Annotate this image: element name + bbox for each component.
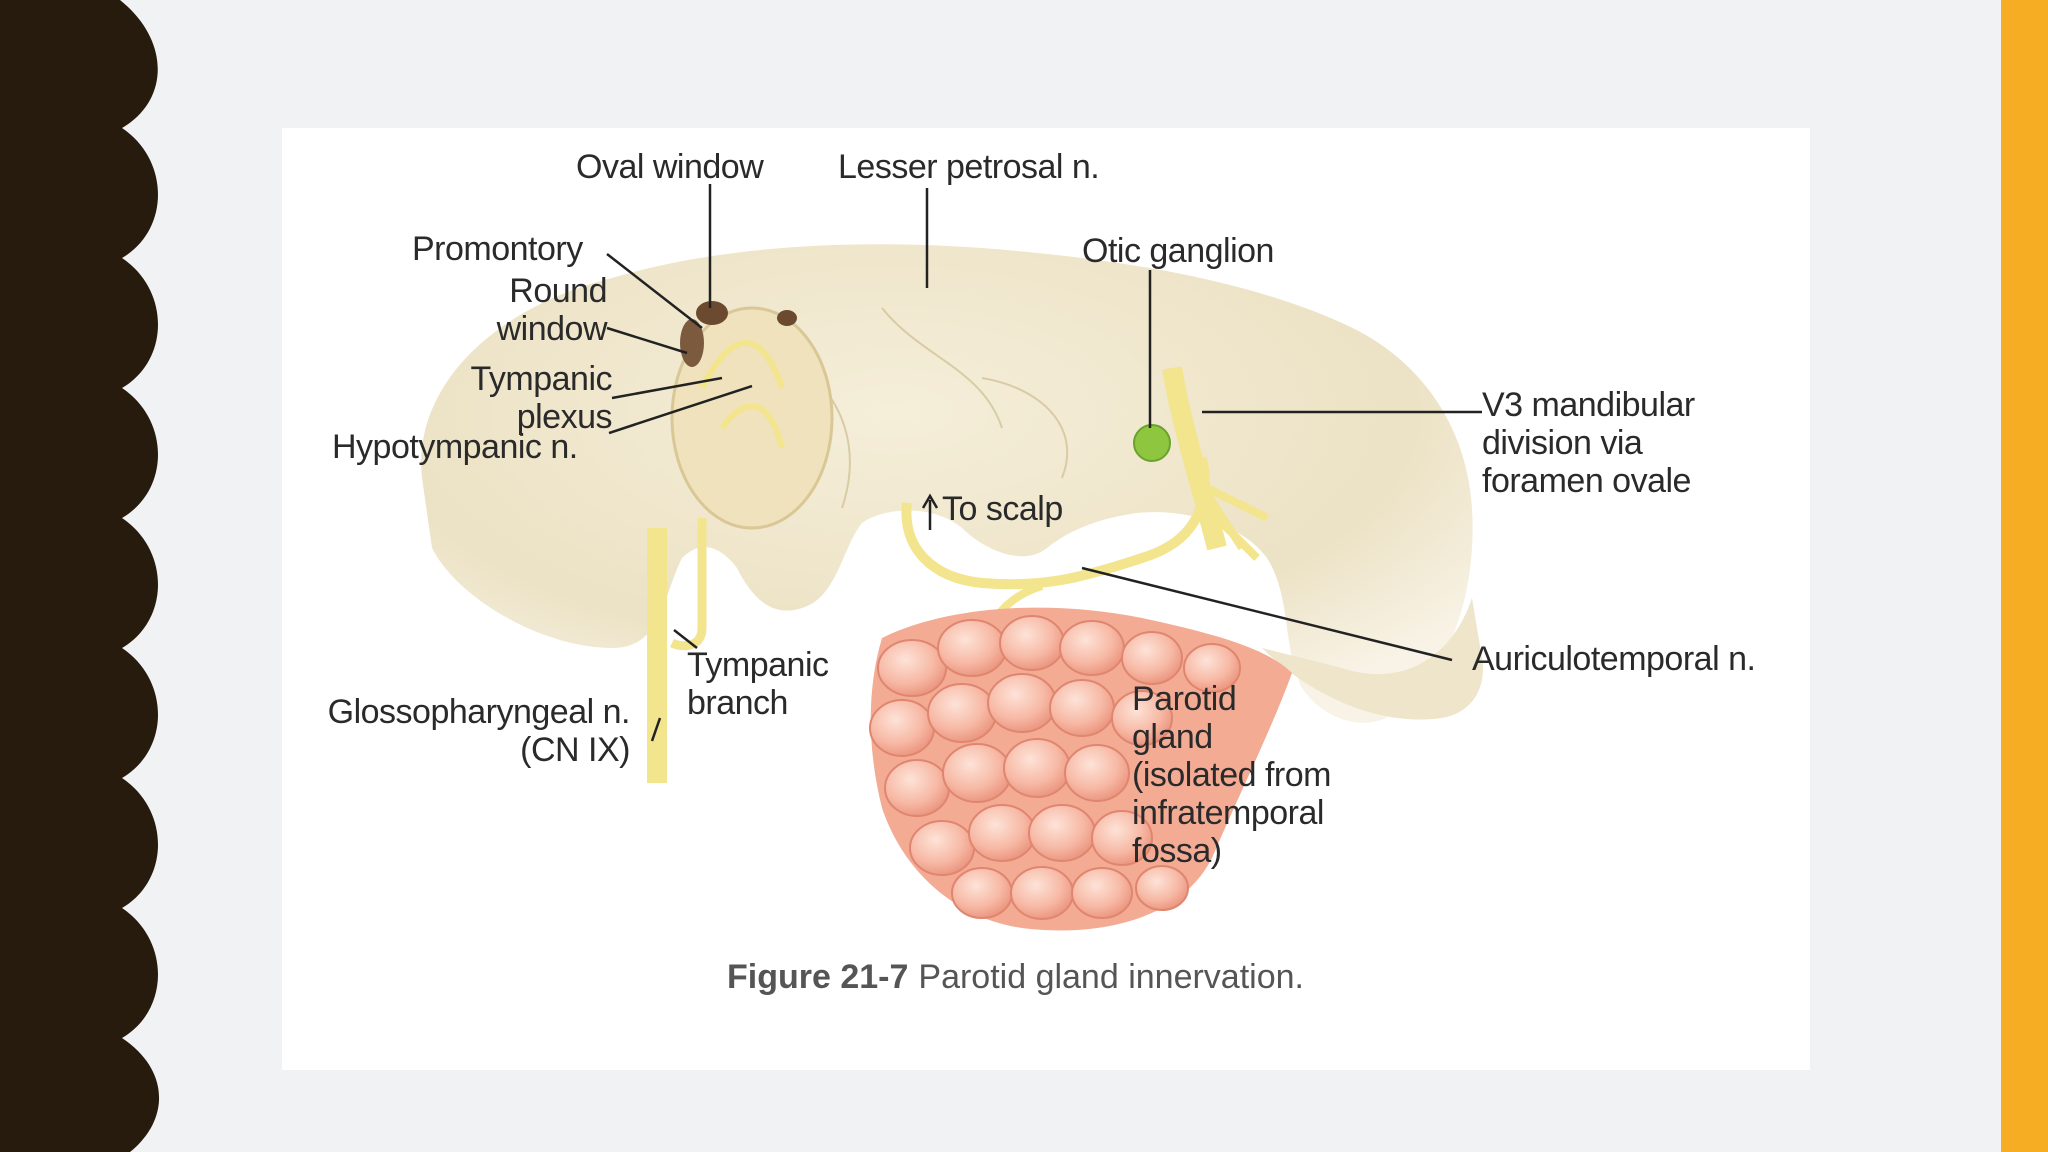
label-tympanic-plexus: Tympanic plexus	[470, 360, 613, 436]
caption-number: Figure 21-7	[727, 958, 909, 996]
label-v3-mandibular-division: V3 mandibular division via foramen ovale	[1482, 386, 1695, 500]
label-glossopharyngeal-nerve: Glossopharyngeal n. (CN IX)	[327, 693, 631, 769]
anatomy-illustration	[421, 184, 1483, 931]
label-to-scalp: To scalp	[942, 490, 1063, 528]
v3-mandibular-nerve	[1162, 366, 1227, 551]
label-otic-ganglion: Otic ganglion	[1082, 232, 1274, 270]
label-auriculotemporal-nerve: Auriculotemporal n.	[1472, 640, 1756, 678]
parotid-gland	[869, 607, 1292, 931]
label-lesser-petrosal-nerve: Lesser petrosal n.	[838, 148, 1100, 186]
caption-text: Parotid gland innervation.	[918, 958, 1304, 996]
label-promontory: Promontory	[412, 230, 583, 268]
label-tympanic-branch: Tympanic branch	[687, 646, 829, 722]
label-parotid-gland: Parotid gland (isolated from infratempor…	[1132, 680, 1331, 870]
otic-ganglion	[1133, 424, 1171, 462]
mandible-region	[1262, 598, 1483, 720]
figure-panel: Oval window Lesser petrosal n. Promontor…	[282, 128, 1810, 1070]
left-wavy-border	[0, 0, 160, 1152]
auriculotemporal-nerve	[901, 457, 1210, 590]
label-round-window: Round window	[496, 272, 608, 348]
label-hypotympanic-nerve: Hypotympanic n.	[332, 428, 578, 466]
label-oval-window: Oval window	[576, 148, 764, 186]
right-accent-stripe	[2001, 0, 2048, 1152]
